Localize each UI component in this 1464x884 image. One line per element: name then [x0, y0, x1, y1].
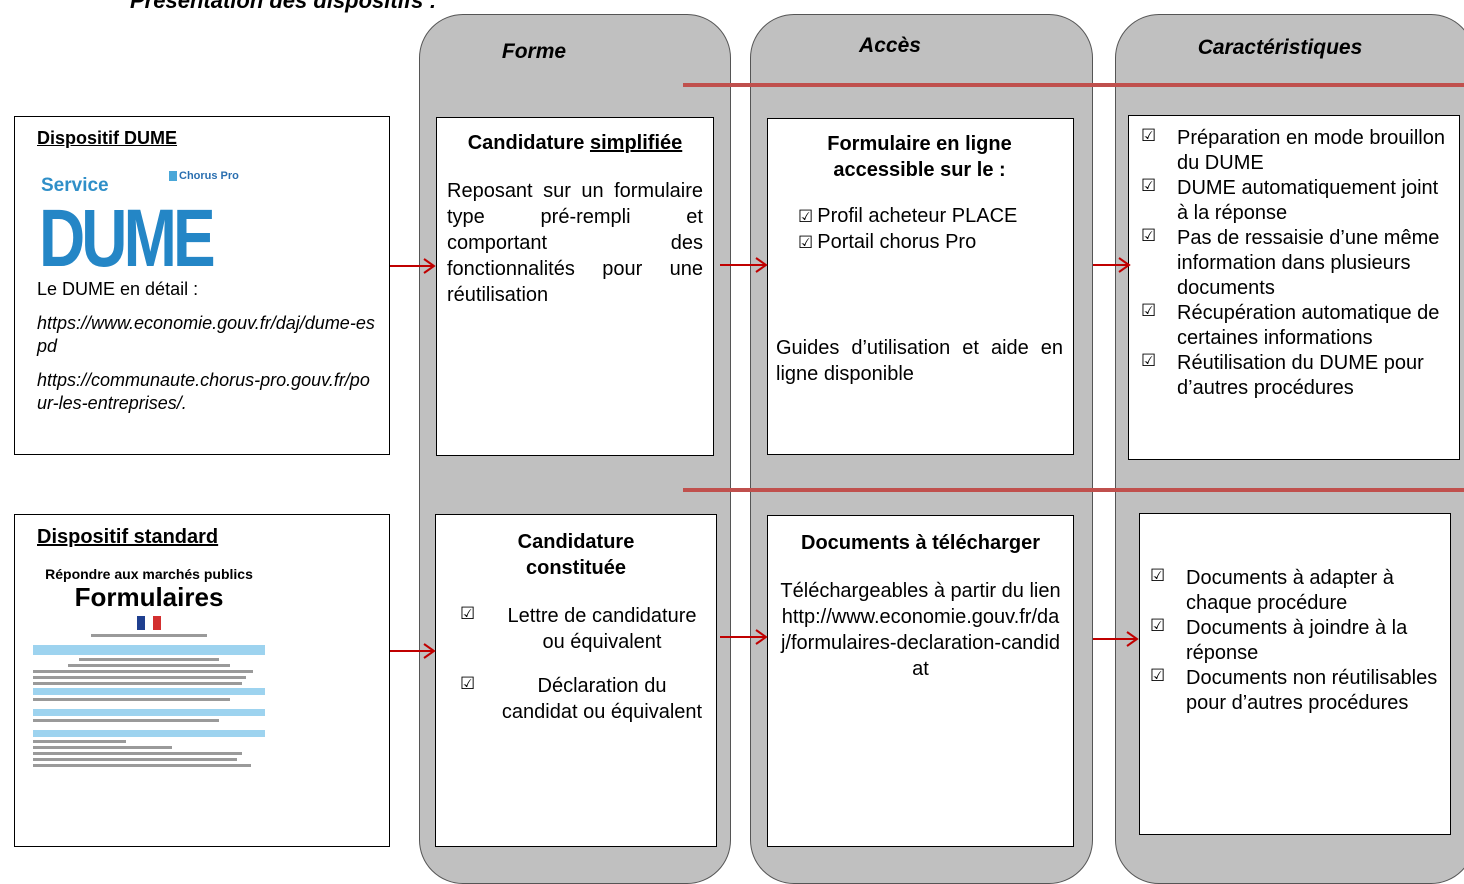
- acces-dume-box: Formulaire en ligne accessible sur le : …: [767, 118, 1074, 455]
- acces-std-body: Téléchargeables à partir du lien http://…: [780, 580, 1061, 680]
- arrow-right-icon: [720, 629, 768, 645]
- checkbox-icon: ☑: [460, 674, 476, 694]
- dume-detail-label: Le DUME en détail :: [37, 278, 199, 299]
- arrow-right-icon: [390, 258, 436, 274]
- standard-device-box: Dispositif standard Répondre aux marchés…: [14, 514, 390, 847]
- dume-heading: Dispositif DUME: [37, 128, 178, 148]
- carac-std-box: Documents à adapter à chaque procédure D…: [1139, 513, 1451, 835]
- forme-dume-title: Candidature simplifiée: [447, 130, 703, 156]
- carac-std-list: Documents à adapter à chaque procédure D…: [1150, 566, 1444, 716]
- dume-logo-service: Service: [41, 174, 109, 196]
- dume-logo-chorus-text: Chorus Pro: [179, 169, 239, 182]
- thumb-title-small: Répondre aux marchés publics: [45, 566, 253, 582]
- forme-std-list: ☑Lettre de candidature ou équivalent ☑Dé…: [446, 603, 706, 725]
- carac-dume-item: Pas de ressaisie d’une même information …: [1141, 226, 1453, 301]
- carac-dume-item: Préparation en mode brouillon du DUME: [1141, 126, 1453, 176]
- standard-heading: Dispositif standard: [37, 526, 219, 548]
- arrow-right-icon: [1093, 257, 1131, 273]
- acces-std-box: Documents à télécharger Téléchargeables …: [767, 515, 1074, 847]
- thumb-title-large: Formulaires: [74, 581, 224, 612]
- flag-icon: [137, 615, 161, 630]
- checkbox-icon: ☑: [460, 604, 476, 624]
- checkbox-icon: ☑: [798, 207, 814, 227]
- dume-link-chorus[interactable]: https://communaute.chorus-pro.gouv.fr/po…: [37, 370, 370, 413]
- carac-std-item: Documents non réutilisables pour d’autre…: [1150, 666, 1444, 716]
- acces-std-title: Documents à télécharger: [801, 532, 1040, 554]
- acces-dume-guides: Guides d’utilisation et aide en ligne di…: [776, 337, 1063, 385]
- dume-logo: Service Chorus Pro DUME: [37, 160, 379, 280]
- forme-std-title: Candidature constituée: [517, 531, 635, 579]
- forme-dume-body: Reposant sur un formulaire type pré-remp…: [447, 180, 703, 306]
- checkbox-icon: ☑: [798, 233, 814, 253]
- dume-device-box: Dispositif DUME Service Chorus Pro DUME …: [14, 116, 390, 455]
- separator-line-middle: [683, 488, 1464, 492]
- carac-dume-item: DUME automatiquement joint à la réponse: [1141, 176, 1453, 226]
- carac-dume-item: Récupération automatique de certaines in…: [1141, 301, 1453, 351]
- dume-logo-main: DUME: [39, 192, 216, 284]
- chorus-pro-icon: [169, 170, 177, 181]
- forme-dume-box: Candidature simplifiée Reposant sur un f…: [436, 117, 714, 456]
- forme-std-box: Candidature constituée ☑Lettre de candid…: [435, 514, 717, 847]
- dume-logo-chorus: Chorus Pro: [169, 170, 239, 184]
- column-header-caracteristiques: Caractéristiques: [1197, 36, 1363, 59]
- forme-dume-title-plain: Candidature: [467, 132, 590, 154]
- arrow-right-icon: [390, 643, 436, 659]
- carac-std-item: Documents à adapter à chaque procédure: [1150, 566, 1444, 616]
- acces-dume-title: Formulaire en ligne accessible sur le :: [827, 133, 1012, 181]
- carac-dume-item: Réutilisation du DUME pour d’autres proc…: [1141, 351, 1453, 401]
- separator-line-top: [683, 83, 1464, 87]
- column-header-acces: Accès: [859, 34, 921, 57]
- forme-dume-title-underlined: simplifiée: [589, 132, 683, 154]
- carac-std-item: Documents à joindre à la réponse: [1150, 616, 1444, 666]
- acces-dume-item: ☑Profil acheteur PLACE: [798, 205, 1018, 227]
- forme-std-item: ☑Lettre de candidature ou équivalent: [460, 604, 697, 653]
- arrow-right-icon: [1093, 631, 1139, 647]
- acces-dume-list: ☑Profil acheteur PLACE ☑Portail chorus P…: [776, 203, 1063, 255]
- column-header-forme: Forme: [501, 40, 567, 63]
- carac-dume-box: Préparation en mode brouillon du DUME DU…: [1128, 115, 1460, 460]
- arrow-right-icon: [720, 257, 768, 273]
- carac-dume-list: Préparation en mode brouillon du DUME DU…: [1141, 126, 1453, 401]
- acces-dume-item: ☑Portail chorus Pro: [798, 231, 977, 253]
- dume-link-economie[interactable]: https://www.economie.gouv.fr/daj/dume-es…: [37, 313, 375, 356]
- forme-std-item: ☑Déclaration du candidat ou équivalent: [460, 674, 703, 723]
- formulaires-thumbnail: Répondre aux marchés publics Formulaires: [33, 566, 265, 767]
- page-title: Présentation des dispositifs :: [130, 0, 437, 13]
